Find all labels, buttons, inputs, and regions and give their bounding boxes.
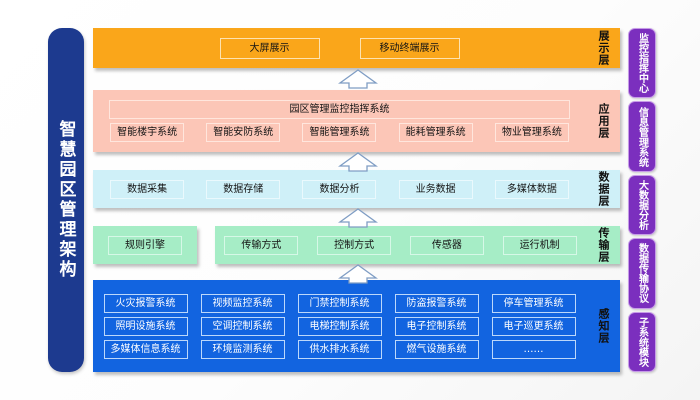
up-arrow-icon bbox=[338, 207, 378, 229]
chip-transport-sensor[interactable]: 传感器 bbox=[409, 235, 484, 255]
up-arrow-icon bbox=[338, 151, 378, 173]
layer-transport-body: 传输方式 控制方式 传感器 运行机制 传输层 bbox=[215, 226, 620, 264]
up-arrow-icon bbox=[338, 263, 378, 285]
chip-application-security[interactable]: 智能安防系统 bbox=[206, 123, 281, 142]
chip-perception-fire-alarm[interactable]: 火灾报警系统 bbox=[103, 293, 188, 313]
chip-perception-environment[interactable]: 环境监测系统 bbox=[200, 339, 285, 359]
layer-label-application: 应用层 bbox=[597, 103, 610, 139]
chip-transport-rule-engine-label: 规则引擎 bbox=[108, 235, 182, 255]
chip-row: 智能楼宇系统 智能安防系统 智能管理系统 能耗管理系统 物业管理系统 bbox=[99, 123, 580, 142]
chip-perception-water-supply[interactable]: 供水排水系统 bbox=[297, 339, 382, 359]
chip-transport-mechanism[interactable]: 运行机制 bbox=[502, 235, 577, 255]
layer-presentation-body: 大屏展示 移动终端展示 bbox=[93, 28, 586, 68]
chip-row: 多媒体信息系统 环境监测系统 供水排水系统 燃气设施系统 …… bbox=[99, 339, 580, 359]
chip-data-analysis[interactable]: 数据分析 bbox=[302, 179, 377, 199]
layer-data: 数据采集 数据存储 数据分析 业务数据 多媒体数据 数据层 bbox=[93, 170, 620, 208]
chip-perception-electronic-control[interactable]: 电子控制系统 bbox=[394, 316, 479, 336]
up-arrow-icon bbox=[338, 68, 378, 90]
capability-monitoring-center[interactable]: 监控指挥中心 bbox=[628, 28, 656, 99]
layer-label-perception: 感知层 bbox=[597, 308, 610, 344]
chip-row: 数据采集 数据存储 数据分析 业务数据 多媒体数据 bbox=[99, 179, 580, 199]
chip-perception-more[interactable]: …… bbox=[491, 339, 576, 359]
chip-row: 火灾报警系统 视频监控系统 门禁控制系统 防盗报警系统 停车管理系统 bbox=[99, 293, 580, 313]
chip-data-multimedia[interactable]: 多媒体数据 bbox=[494, 179, 569, 199]
chip-data-business[interactable]: 业务数据 bbox=[398, 179, 473, 199]
chip-row: 传输方式 控制方式 传感器 运行机制 bbox=[215, 235, 586, 255]
chip-transport-mode[interactable]: 传输方式 bbox=[224, 235, 299, 255]
chip-presentation-mobile[interactable]: 移动终端展示 bbox=[359, 37, 460, 59]
chip-perception-burglar-alarm[interactable]: 防盗报警系统 bbox=[394, 293, 479, 313]
chip-perception-epatrol[interactable]: 电子巡更系统 bbox=[491, 316, 576, 336]
capability-bigdata-analysis[interactable]: 大数据分析 bbox=[628, 174, 656, 236]
layer-transport: 规则引擎 传输方式 控制方式 传感器 运行机制 传输层 bbox=[93, 226, 620, 264]
layer-label-presentation: 展示层 bbox=[597, 30, 610, 66]
architecture-title: 智慧园区管理架构 bbox=[48, 28, 84, 372]
capability-transfer-protocol[interactable]: 数据传输协议 bbox=[628, 238, 656, 309]
layer-label-data: 数据层 bbox=[597, 171, 610, 207]
capability-subsystem-module[interactable]: 子系统模块 bbox=[628, 311, 656, 373]
chip-perception-multimedia-info[interactable]: 多媒体信息系统 bbox=[103, 339, 188, 359]
capability-information-system[interactable]: 信息管理系统 bbox=[628, 101, 656, 172]
layer-presentation: 大屏展示 移动终端展示 展示层 bbox=[93, 28, 620, 68]
chip-perception-elevator[interactable]: 电梯控制系统 bbox=[297, 316, 382, 336]
chip-presentation-bigscreen[interactable]: 大屏展示 bbox=[219, 37, 320, 59]
chip-row: 照明设施系统 空调控制系统 电梯控制系统 电子控制系统 电子巡更系统 bbox=[99, 316, 580, 336]
chip-perception-parking[interactable]: 停车管理系统 bbox=[491, 293, 576, 313]
chip-transport-rule-engine[interactable]: 规则引擎 bbox=[93, 226, 197, 264]
chip-transport-control[interactable]: 控制方式 bbox=[317, 235, 392, 255]
chip-perception-lighting[interactable]: 照明设施系统 bbox=[103, 316, 188, 336]
layer-perception-body: 火灾报警系统 视频监控系统 门禁控制系统 防盗报警系统 停车管理系统 照明设施系… bbox=[93, 280, 586, 372]
chip-application-management[interactable]: 智能管理系统 bbox=[302, 123, 377, 142]
layer-stack: 大屏展示 移动终端展示 展示层 园区管理监控指挥系统 智能楼宇系统 智能安防系统… bbox=[93, 28, 620, 372]
chip-perception-video-surveillance[interactable]: 视频监控系统 bbox=[200, 293, 285, 313]
layer-application-body: 园区管理监控指挥系统 智能楼宇系统 智能安防系统 智能管理系统 能耗管理系统 物… bbox=[93, 90, 586, 152]
chip-perception-gas[interactable]: 燃气设施系统 bbox=[394, 339, 479, 359]
chip-application-energy[interactable]: 能耗管理系统 bbox=[398, 123, 473, 142]
chip-application-banner[interactable]: 园区管理监控指挥系统 bbox=[108, 100, 571, 119]
chip-data-collection[interactable]: 数据采集 bbox=[110, 179, 185, 199]
chip-row: 大屏展示 移动终端展示 bbox=[99, 37, 580, 59]
layer-data-body: 数据采集 数据存储 数据分析 业务数据 多媒体数据 bbox=[93, 170, 586, 208]
layer-label-transport: 传输层 bbox=[597, 227, 610, 263]
chip-data-storage[interactable]: 数据存储 bbox=[206, 179, 281, 199]
capability-column: 监控指挥中心 信息管理系统 大数据分析 数据传输协议 子系统模块 bbox=[628, 28, 656, 373]
chip-application-property[interactable]: 物业管理系统 bbox=[494, 123, 569, 142]
chip-application-building[interactable]: 智能楼宇系统 bbox=[110, 123, 185, 142]
chip-perception-access-control[interactable]: 门禁控制系统 bbox=[297, 293, 382, 313]
layer-application: 园区管理监控指挥系统 智能楼宇系统 智能安防系统 智能管理系统 能耗管理系统 物… bbox=[93, 90, 620, 152]
layer-perception: 火灾报警系统 视频监控系统 门禁控制系统 防盗报警系统 停车管理系统 照明设施系… bbox=[93, 280, 620, 372]
chip-perception-hvac[interactable]: 空调控制系统 bbox=[200, 316, 285, 336]
